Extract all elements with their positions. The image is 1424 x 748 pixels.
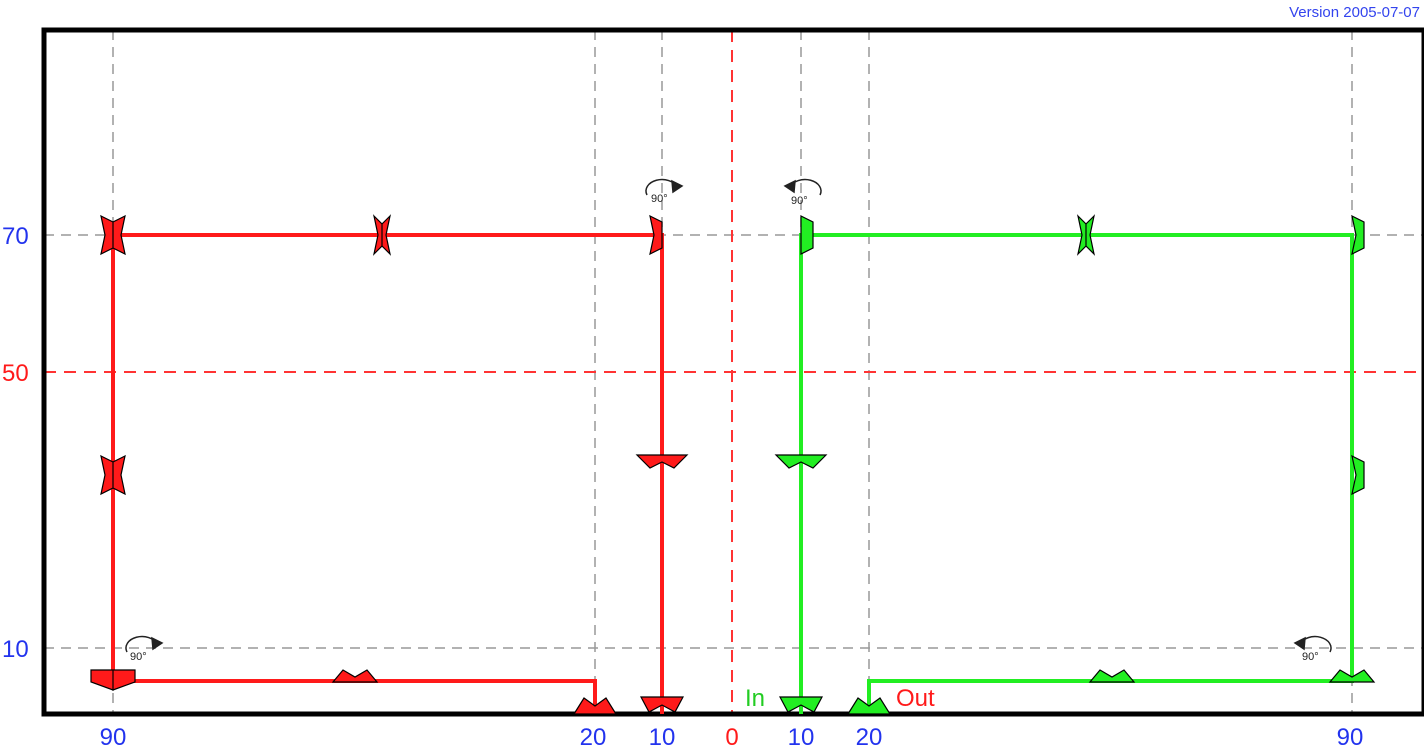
rotation-label: 90° (651, 193, 668, 205)
red-marker (90, 669, 136, 691)
green-marker (1328, 669, 1376, 683)
green-marker (1076, 214, 1096, 256)
red-marker (640, 696, 684, 713)
green-marker (800, 215, 814, 255)
x-tick-label: 90 (1337, 724, 1364, 748)
rotation-icon: 90° (1293, 635, 1332, 663)
x-tick-label: 20 (856, 724, 883, 748)
frame (41, 27, 1424, 717)
red-marker (331, 669, 379, 683)
y-tick-label: 50 (2, 360, 29, 387)
x-tick-label: 20 (580, 724, 607, 748)
rotation-label: 90° (130, 651, 147, 663)
x-tick-labels: 90 20 10 0 10 20 90 (100, 724, 1364, 748)
rotation-icon: 90° (125, 635, 164, 663)
green-marker (1088, 669, 1136, 683)
red-marker (572, 697, 618, 715)
y-tick-labels: 70 50 10 (2, 223, 29, 663)
red-marker (100, 214, 126, 256)
red-markers (90, 214, 689, 715)
out-label: Out (896, 685, 935, 712)
version-label: Version 2005-07-07 (1289, 4, 1420, 21)
red-marker (100, 454, 126, 496)
green-marker (1351, 454, 1365, 496)
x-tick-label: 10 (788, 724, 815, 748)
red-path (111, 233, 664, 714)
y-tick-label: 70 (2, 223, 29, 250)
green-marker (779, 696, 823, 713)
red-marker (649, 214, 663, 256)
center-lines (44, 30, 1424, 714)
x-tick-label: 90 (100, 724, 127, 748)
y-tick-label: 10 (2, 636, 29, 663)
red-marker (372, 214, 392, 256)
green-markers (774, 214, 1376, 715)
red-marker (635, 454, 689, 469)
green-marker (1351, 214, 1365, 256)
green-path (799, 233, 1354, 714)
x-tick-label: 10 (649, 724, 676, 748)
x-tick-label: 0 (725, 724, 738, 748)
rotation-icon: 90° (783, 178, 822, 207)
green-marker (846, 697, 892, 715)
green-marker (774, 454, 828, 469)
rotation-label: 90° (791, 195, 808, 207)
in-label: In (745, 685, 765, 712)
rotation-label: 90° (1302, 651, 1319, 663)
rotation-icon: 90° (645, 178, 684, 205)
rotation-indicators: 90° 90° 90° 90° (125, 178, 1332, 663)
